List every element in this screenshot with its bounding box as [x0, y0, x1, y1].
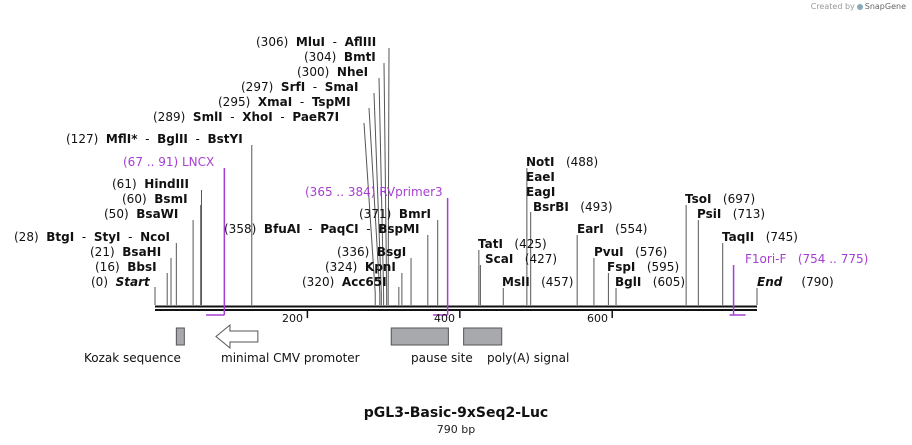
- label-lncx-primer: (67 .. 91) LNCX: [123, 155, 215, 169]
- label-bfuai: (358) BfuAI - PaqCI - BspMI: [224, 222, 420, 236]
- label-bsrbi: BsrBI (493): [533, 200, 613, 214]
- feature-mark-1: [215, 323, 259, 350]
- cut-line-306: [387, 47, 390, 305]
- label-bmri: (371) BmrI: [359, 207, 431, 221]
- feature-label-polya: poly(A) signal: [487, 351, 570, 365]
- label-scai: ScaI (427): [485, 252, 558, 266]
- label-rvprimer3: (365 .. 384) RVprimer3: [305, 185, 443, 199]
- label-taqii: TaqII (745): [722, 230, 798, 244]
- cut-line-300: [378, 77, 385, 305]
- label-btgi: (28) BtgI - StyI - NcoI: [14, 230, 170, 244]
- cut-line-289: [363, 122, 376, 305]
- label-pvui: PvuI (576): [594, 245, 668, 259]
- label-bsgi: (336) BsgI: [337, 245, 407, 259]
- label-f1ori-primer: F1ori-F (754 .. 775): [745, 252, 869, 266]
- plasmid-title: pGL3-Basic-9xSeq2-Luc: [363, 405, 549, 421]
- feature-label-cmv: minimal CMV promoter: [221, 351, 360, 365]
- label-acc65i: (320) Acc65I: [302, 275, 387, 289]
- feature-label-kozak: Kozak sequence: [84, 351, 181, 365]
- label-eari: EarI (554): [577, 222, 648, 236]
- sequence-backbone: [155, 305, 757, 318]
- primer-marks: [206, 168, 746, 316]
- feature-mark-0: [175, 327, 185, 346]
- primer-lncx: [206, 168, 226, 316]
- cut-line-295: [368, 107, 381, 305]
- primer-f1ori: [729, 265, 746, 316]
- ruler-tick-200: 200: [282, 312, 303, 325]
- label-bsawi: (50) BsaWI: [104, 207, 179, 221]
- label-kpni: (324) KpnI: [325, 260, 396, 274]
- label-end: End (790): [757, 275, 834, 289]
- label-noti: NotI (488): [526, 155, 599, 169]
- label-mfli: (127) MflI* - BglII - BstYI: [66, 132, 243, 146]
- label-bsahi: (21) BsaHI: [90, 245, 162, 259]
- label-xmai: (295) XmaI - TspMI: [218, 95, 351, 109]
- features: [175, 323, 503, 350]
- label-bgli: BglI (605): [615, 275, 686, 289]
- feature-mark-2: [390, 327, 449, 346]
- ruler-tick-400: 400: [434, 312, 455, 325]
- cut-line-297: [373, 92, 382, 305]
- label-nhei: (300) NheI: [297, 65, 369, 79]
- label-hindiii: (61) HindIII: [112, 177, 189, 191]
- label-bbsi: (16) BbsI: [95, 260, 157, 274]
- label-start: (0) Start: [91, 275, 150, 289]
- label-bsmi: (60) BsmI: [122, 192, 188, 206]
- label-tsoi: TsoI (697): [685, 192, 756, 206]
- cut-line-304: [383, 62, 388, 305]
- label-psii: PsiI (713): [697, 207, 766, 221]
- plasmid-length: 790 bp: [436, 423, 476, 436]
- feature-label-pause: pause site: [411, 351, 473, 365]
- label-mlui: (306) MluI - AflIII: [256, 35, 377, 49]
- feature-mark-3: [463, 327, 503, 346]
- ruler-tick-600: 600: [587, 312, 608, 325]
- cut-site-lines: [154, 47, 758, 305]
- label-msli: MslI (457): [502, 275, 574, 289]
- label-eagi: EagI: [526, 185, 556, 199]
- label-tati: TatI (425): [478, 237, 547, 251]
- label-srfi: (297) SrfI - SmaI: [241, 80, 359, 94]
- label-smli: (289) SmlI - XhoI - PaeR7I: [153, 110, 340, 124]
- primer-rvprimer3: [433, 198, 449, 316]
- label-fspi: FspI (595): [607, 260, 680, 274]
- snapgene-logo-icon: [856, 3, 863, 10]
- label-eaei: EaeI: [526, 170, 555, 184]
- label-bmti: (304) BmtI: [304, 50, 376, 64]
